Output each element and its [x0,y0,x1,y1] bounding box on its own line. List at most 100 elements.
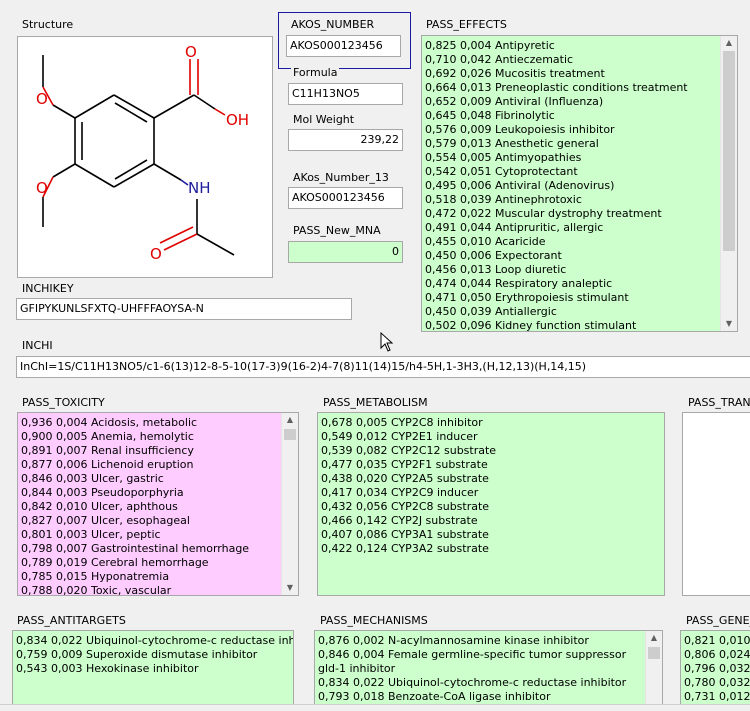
list-item[interactable]: 0,543 0,003 Hexokinase inhibitor [16,662,199,675]
list-item[interactable]: 0,652 0,009 Antiviral (Influenza) [425,95,604,108]
pass-antitargets-list[interactable]: 0,834 0,022 Ubiquinol-cytochrome-c reduc… [12,630,294,710]
list-item[interactable]: 0,576 0,009 Leukopoiesis inhibitor [425,123,615,136]
list-item[interactable]: 0,450 0,039 Antiallergic [425,305,557,318]
scroll-down-icon[interactable]: ▼ [286,583,294,592]
molecule-drawing: O O O OH NH O [36,43,249,263]
akos-number-13-title: AKos_Number_13 [291,171,391,184]
list-item[interactable]: 0,788 0,020 Toxic, vascular [21,584,172,596]
list-item[interactable]: 0,846 0,004 Female germline-specific tum… [318,648,627,675]
list-item[interactable]: 0,821 0,010 [684,634,750,647]
list-item[interactable]: 0,491 0,044 Antipruritic, allergic [425,221,604,234]
list-item[interactable]: 0,936 0,004 Acidosis, metabolic [21,416,198,429]
inchi-field[interactable]: InChI=1S/C11H13NO5/c1-6(13)12-8-5-10(17-… [16,356,750,378]
list-item[interactable]: 0,664 0,013 Preneoplastic conditions tre… [425,81,688,94]
akos-number-13-field[interactable]: AKOS000123456 [288,187,403,209]
list-item[interactable]: 0,842 0,010 Ulcer, aphthous [21,500,178,513]
list-item[interactable]: 0,806 0,024 [684,648,750,661]
atom-o2: O [36,179,48,197]
pass-metabolism-list[interactable]: 0,678 0,005 CYP2C8 inhibitor 0,549 0,012… [317,412,665,596]
list-item[interactable]: 0,417 0,034 CYP2C9 inducer [321,486,479,499]
list-item[interactable]: 0,472 0,022 Muscular dystrophy treatment [425,207,662,220]
pass-gene-list[interactable]: 0,821 0,010 0,806 0,024 0,796 0,032 0,78… [680,630,750,710]
list-item[interactable]: 0,579 0,013 Anesthetic general [425,137,599,150]
mechanisms-scrollbar[interactable]: ▲ [645,631,662,710]
list-item[interactable]: 0,834 0,022 Ubiquinol-cytochrome-c reduc… [16,634,294,647]
list-item[interactable]: 0,456 0,013 Loop diuretic [425,263,567,276]
akos-number-title: AKOS_NUMBER [291,18,375,31]
list-item[interactable]: 0,785 0,015 Hyponatremia [21,570,170,583]
list-item[interactable]: 0,678 0,005 CYP2C8 inhibitor [321,416,483,429]
structure-title: Structure [20,18,76,31]
list-item[interactable]: 0,466 0,142 CYP2J substrate [321,514,478,527]
list-item[interactable]: 0,549 0,012 CYP2E1 inducer [321,430,478,443]
list-item[interactable]: 0,455 0,010 Acaricide [425,235,546,248]
pass-effects-title: PASS_EFFECTS [424,18,509,31]
scroll-thumb[interactable] [284,429,296,440]
inchikey-field[interactable]: GFIPYKUNLSFXTQ-UHFFFAOYSA-N [16,298,352,320]
list-item[interactable]: 0,518 0,039 Antinephrotoxic [425,193,582,206]
mouse-cursor-icon [380,332,394,352]
scroll-up-icon[interactable]: ▲ [650,633,658,642]
list-item[interactable]: 0,876 0,002 N-acylmannosamine kinase inh… [318,634,589,647]
list-item[interactable]: 0,900 0,005 Anemia, hemolytic [21,430,194,443]
atom-nh: NH [188,179,211,197]
atom-o-amide: O [150,245,162,263]
formula-field[interactable]: C11H13NO5 [288,83,403,105]
status-bar [0,704,750,711]
pass-toxicity-list[interactable]: 0,936 0,004 Acidosis, metabolic 0,900 0,… [17,412,299,596]
pass-toxicity-title: PASS_TOXICITY [20,396,107,409]
list-item[interactable]: 0,827 0,007 Ulcer, esophageal [21,514,190,527]
list-item[interactable]: 0,502 0,096 Kidney function stimulant [425,319,637,332]
list-item[interactable]: 0,542 0,051 Cytoprotectant [425,165,578,178]
list-item[interactable]: 0,798 0,007 Gastrointestinal hemorrhage [21,542,250,555]
pass-trans-list[interactable] [682,412,750,596]
formula-title: Formula [291,66,340,79]
effects-scrollbar[interactable]: ▲ ▼ [720,36,737,331]
pass-antitargets-title: PASS_ANTITARGETS [15,614,128,627]
list-item[interactable]: 0,474 0,044 Respiratory analeptic [425,277,613,290]
atom-o1: O [36,90,48,108]
list-item[interactable]: 0,793 0,018 Benzoate-CoA ligase inhibito… [318,690,551,703]
list-item[interactable]: 0,710 0,042 Antieczematic [425,53,574,66]
list-item[interactable]: 0,759 0,009 Superoxide dismutase inhibit… [16,648,258,661]
structure-image: O O O OH NH O [17,36,273,278]
mol-weight-field[interactable]: 239,22 [288,129,403,151]
list-item[interactable]: 0,877 0,006 Lichenoid eruption [21,458,194,471]
list-item[interactable]: 0,825 0,004 Antipyretic [425,39,555,52]
list-item[interactable]: 0,846 0,003 Ulcer, gastric [21,472,164,485]
pass-metabolism-title: PASS_METABOLISM [321,396,430,409]
scroll-up-icon[interactable]: ▲ [725,38,733,47]
list-item[interactable]: 0,432 0,056 CYP2C8 substrate [321,500,490,513]
list-item[interactable]: 0,539 0,082 CYP2C12 substrate [321,444,497,457]
list-item[interactable]: 0,731 0,012 [684,690,750,703]
atom-o-acid: O [185,43,197,61]
scroll-down-icon[interactable]: ▼ [725,319,733,328]
list-item[interactable]: 0,554 0,005 Antimyopathies [425,151,582,164]
akos-number-field[interactable]: AKOS000123456 [286,35,401,57]
list-item[interactable]: 0,471 0,050 Erythropoiesis stimulant [425,291,629,304]
pass-effects-list[interactable]: 0,825 0,004 Antipyretic 0,710 0,042 Anti… [421,35,738,332]
list-item[interactable]: 0,407 0,086 CYP3A1 substrate [321,528,489,541]
list-item[interactable]: 0,438 0,020 CYP2A5 substrate [321,472,489,485]
list-item[interactable]: 0,450 0,006 Expectorant [425,249,562,262]
list-item[interactable]: 0,692 0,026 Mucositis treatment [425,67,605,80]
list-item[interactable]: 0,477 0,035 CYP2F1 substrate [321,458,488,471]
scroll-thumb[interactable] [723,51,735,251]
list-item[interactable]: 0,422 0,124 CYP3A2 substrate [321,542,489,555]
toxicity-scrollbar[interactable]: ▲ ▼ [281,413,298,595]
list-item[interactable]: 0,645 0,048 Fibrinolytic [425,109,555,122]
list-item[interactable]: 0,789 0,019 Cerebral hemorrhage [21,556,209,569]
list-item[interactable]: 0,891 0,007 Renal insufficiency [21,444,194,457]
pass-trans-title: PASS_TRANS [686,396,750,409]
pass-mechanisms-list[interactable]: 0,876 0,002 N-acylmannosamine kinase inh… [314,630,663,710]
list-item[interactable]: 0,495 0,006 Antiviral (Adenovirus) [425,179,615,192]
pass-new-mna-field[interactable]: 0 [288,241,403,263]
atom-oh: OH [226,111,249,129]
list-item[interactable]: 0,780 0,032 [684,676,750,689]
list-item[interactable]: 0,801 0,003 Ulcer, peptic [21,528,161,541]
list-item[interactable]: 0,834 0,022 Ubiquinol-cytochrome-c reduc… [318,676,627,689]
list-item[interactable]: 0,844 0,003 Pseudoporphyria [21,486,184,499]
list-item[interactable]: 0,796 0,032 [684,662,750,675]
scroll-up-icon[interactable]: ▲ [286,415,294,424]
scroll-thumb[interactable] [648,647,660,659]
